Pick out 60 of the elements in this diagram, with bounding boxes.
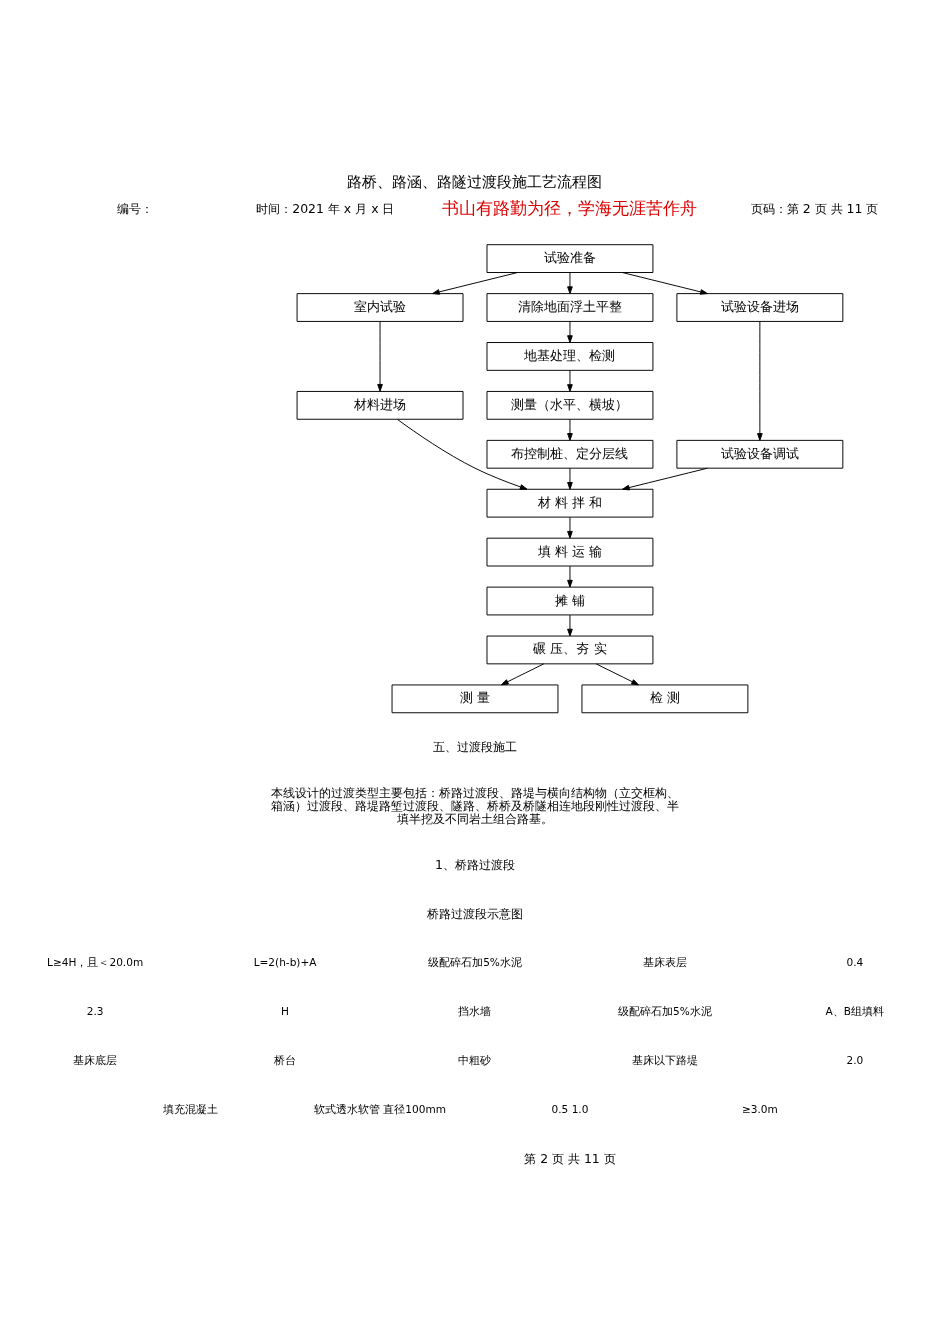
- label: 编号：: [117, 200, 154, 216]
- node-box: 清除地面浮土平整: [486, 293, 654, 322]
- node-box: 碾 压、夯 实: [486, 635, 654, 665]
- arrow: [567, 418, 573, 441]
- arrow: [595, 663, 639, 686]
- label: L≥4H，且＜20.0m: [47, 956, 144, 969]
- arrow: [621, 272, 708, 295]
- node-box: 测 量: [391, 684, 559, 714]
- label: 0.4: [846, 956, 864, 969]
- arrow: [567, 614, 573, 637]
- label: 基床底层: [73, 1054, 118, 1067]
- label: 0.5 1.0: [551, 1103, 589, 1116]
- label: 2.0: [846, 1054, 864, 1067]
- arrow: [567, 467, 573, 490]
- label: 软式透水软管 直径100mm: [314, 1103, 447, 1116]
- node-box: 试验设备调试: [676, 439, 844, 469]
- arrow: [377, 321, 383, 392]
- label: A、B组填料: [825, 1005, 885, 1018]
- label: H: [281, 1005, 290, 1018]
- node-box: 试验准备: [486, 244, 654, 273]
- node-box: 测量（水平、横坡）: [486, 390, 654, 420]
- node-box: 布控制桩、定分层线: [486, 439, 654, 469]
- arrow: [622, 467, 708, 491]
- node-box: 材 料 拌 和: [486, 488, 654, 518]
- arrow: [397, 419, 528, 490]
- label: 第 2 页 共 11 页: [524, 1150, 616, 1166]
- arrow: [567, 321, 573, 343]
- label: L=2(h-b)+A: [253, 956, 317, 969]
- node-box: 检 测: [581, 684, 749, 714]
- label: 挡水墙: [458, 1005, 492, 1018]
- arrow: [567, 516, 573, 539]
- node-box: 地基处理、检测: [486, 342, 654, 371]
- label: 1、桥路过渡段: [435, 857, 515, 873]
- node-box: 试验设备进场: [676, 293, 844, 322]
- arrow: [500, 663, 545, 686]
- arrow: [757, 321, 763, 441]
- label: 中粗砂: [458, 1054, 492, 1067]
- diagram-title: 路桥、路涵、路隧过渡段施工艺流程图: [347, 172, 603, 191]
- label: 2.3: [86, 1005, 104, 1018]
- label: 桥台: [274, 1054, 297, 1067]
- label: ≥3.0m: [741, 1103, 778, 1116]
- label: 书山有路勤为径，学海无涯苦作舟: [442, 197, 698, 218]
- node-box: 摊 铺: [486, 586, 654, 616]
- arrow: [567, 565, 573, 588]
- label: 级配碎石加5%水泥: [428, 956, 522, 969]
- label: 五、过渡段施工: [433, 739, 517, 755]
- label: 填充混凝土: [162, 1103, 218, 1116]
- node-box: 材料进场: [296, 390, 464, 420]
- label: 桥路过渡段示意图: [427, 905, 523, 921]
- arrow: [567, 370, 573, 392]
- arrow: [567, 272, 573, 294]
- node-box: 填 料 运 输: [486, 537, 654, 567]
- label: 基床表层: [642, 956, 687, 969]
- label: 级配碎石加5%水泥: [618, 1005, 712, 1018]
- label: 页码：第 2 页 共 11 页: [750, 200, 879, 216]
- arrow: [432, 272, 519, 295]
- label: 本线设计的过渡类型主要包括：桥路过渡段、路堤与横向结构物（立交框构、箱涵）过渡段、路堤路堑过渡段、隧路、桥桥及桥隧相连地段刚性过渡段、半填半挖及不同岩土组合路基。: [271, 784, 679, 827]
- node-box: 室内试验: [296, 293, 464, 322]
- label: 时间：2021 年 x 月 x 日: [256, 200, 395, 216]
- label: 基床以下路堤: [631, 1054, 698, 1067]
